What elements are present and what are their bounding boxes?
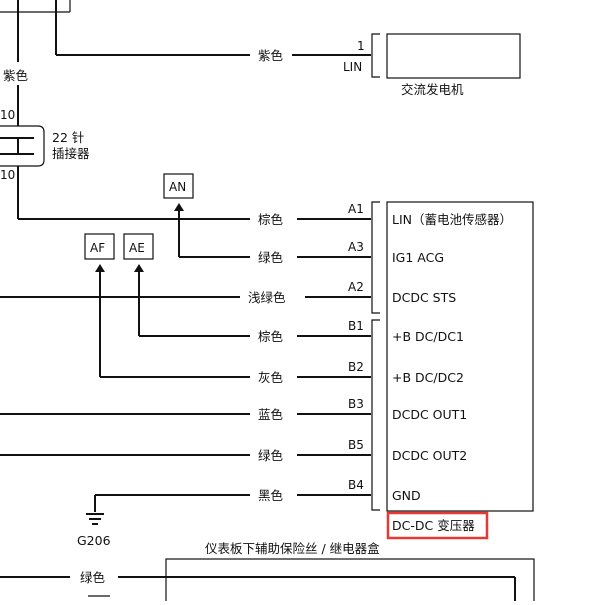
- dcdc-connector-b-bracket: [371, 319, 380, 511]
- pin-wire-color-label: 黑色: [258, 488, 284, 503]
- pin-number-label: B2: [348, 360, 364, 374]
- dcdc-pin-row: 棕色 B1 +B DC/DC1: [258, 319, 464, 344]
- pin-function-label: DCDC OUT1: [392, 407, 467, 422]
- dcdc-connector-a-bracket: [371, 201, 380, 314]
- pin-number-label: B4: [348, 478, 364, 492]
- ref-an-label: AN: [169, 180, 186, 194]
- pin-function-label: GND: [392, 488, 421, 503]
- ref-box-ae: [123, 233, 154, 260]
- left-wire-color-label: 紫色: [3, 68, 29, 83]
- connector-22pin-symbol: [0, 125, 45, 167]
- dcdc-pin-row: 灰色 B2 +B DC/DC2: [258, 360, 464, 385]
- ground-symbol-icon: [86, 513, 104, 525]
- dcdc-converter-box: [386, 201, 534, 512]
- alt-pin-number: 1: [357, 39, 365, 53]
- connector-label-line2: 插接器: [52, 146, 90, 161]
- ref-af-label: AF: [90, 241, 105, 255]
- fuse-box: [165, 558, 535, 605]
- connector-pin-bottom: 10: [0, 168, 15, 182]
- ref-ae-label: AE: [129, 241, 145, 255]
- dcdc-title-highlight: [386, 511, 489, 540]
- fuse-box-title: 仪表板下辅助保险丝 / 继电器盒: [205, 541, 380, 556]
- pin-wire-color-label: 灰色: [258, 370, 284, 385]
- pin-function-label: +B DC/DC2: [392, 370, 464, 385]
- pin-function-label: IG1 ACG: [392, 250, 444, 265]
- pin-function-label: LIN（蓄电池传感器）: [392, 212, 512, 227]
- ground-label: G206: [77, 533, 111, 548]
- pin-number-label: B5: [348, 438, 364, 452]
- alt-wire-color-label: 紫色: [258, 48, 284, 63]
- pin-wire-color-label: 浅绿色: [248, 290, 286, 305]
- pin-wire-color-label: 绿色: [258, 250, 284, 265]
- pin-wire-color-label: 棕色: [258, 329, 284, 344]
- alt-connector-bracket: [371, 33, 380, 78]
- pin-wire-color-label: 绿色: [258, 448, 284, 463]
- ref-box-an: [163, 173, 194, 199]
- connector-label-line1: 22 针: [52, 130, 84, 145]
- pin-wire-color-label: 棕色: [258, 212, 284, 227]
- ref-box-af: [84, 233, 115, 260]
- alternator-box: [386, 33, 521, 79]
- top-connector-fragment: [0, 0, 71, 14]
- pin-number-label: A2: [348, 280, 364, 294]
- alternator-title: 交流发电机: [401, 82, 464, 97]
- fuse-wire-color: 绿色: [80, 570, 106, 585]
- dcdc-title: DC-DC 变压器: [392, 518, 475, 533]
- pin-number-label: A3: [348, 240, 364, 254]
- pin-function-label: DCDC OUT2: [392, 448, 467, 463]
- pin-number-label: B1: [348, 319, 364, 333]
- alt-pin-name: LIN: [343, 60, 362, 74]
- connector-pin-top: 10: [0, 108, 15, 122]
- pin-number-label: A1: [348, 202, 364, 216]
- pin-function-label: +B DC/DC1: [392, 329, 464, 344]
- pin-wire-color-label: 蓝色: [258, 407, 284, 422]
- pin-number-label: B3: [348, 397, 364, 411]
- pin-function-label: DCDC STS: [392, 290, 456, 305]
